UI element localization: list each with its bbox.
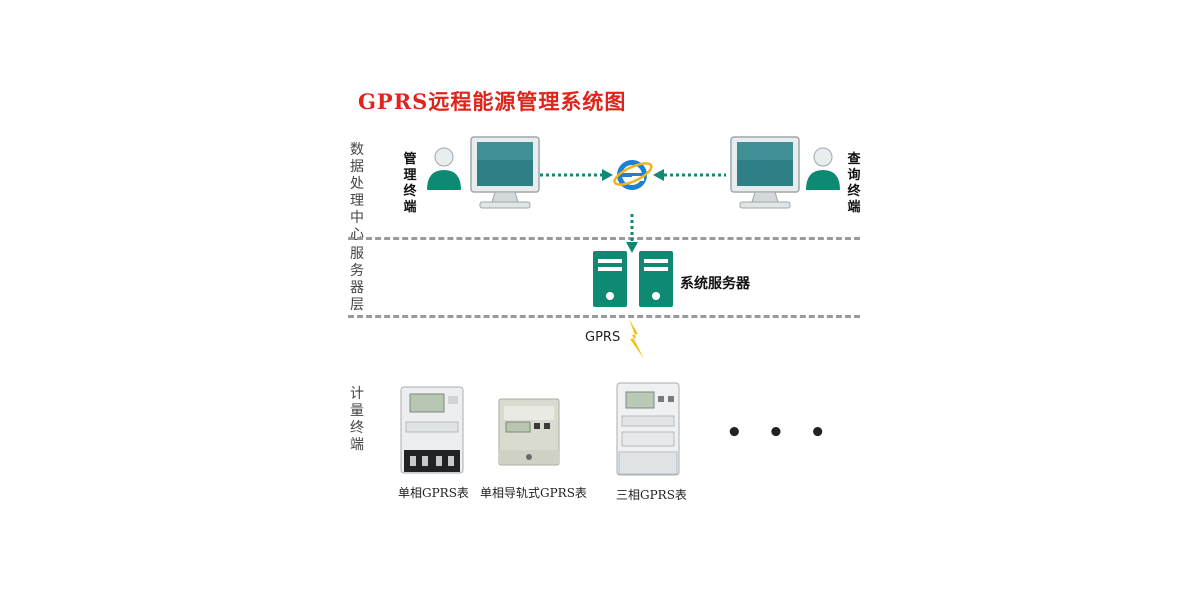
gprs-link-label: GPRS [585, 330, 621, 345]
management-terminal-label: 管理终端 [403, 152, 417, 215]
query-terminal-label: 查询终端 [847, 152, 861, 215]
dotted-arrow-left-to-ie [538, 168, 614, 182]
system-server-label: 系统服务器 [680, 276, 750, 292]
dotted-arrow-down-to-server [624, 212, 640, 254]
layer-divider-bottom [348, 315, 860, 318]
layer-label-server: 服务器层 [350, 246, 364, 313]
meter-label-single-phase: 单相GPRS表 [398, 486, 469, 500]
dotted-arrow-right-to-ie [652, 168, 728, 182]
meter-icon [400, 386, 464, 474]
layer-divider-top [348, 237, 860, 240]
more-meters-ellipsis: • • • [726, 418, 834, 448]
server-icon [592, 250, 628, 308]
user-icon [804, 146, 842, 190]
layer-label-meter-terminal: 计量终端 [350, 386, 364, 453]
lightning-icon [624, 318, 648, 360]
meter-label-din-rail: 单相导轨式GPRS表 [480, 486, 587, 500]
server-icon [638, 250, 674, 308]
monitor-icon [730, 136, 800, 210]
meter-label-three-phase: 三相GPRS表 [616, 488, 687, 502]
monitor-icon [470, 136, 540, 210]
layer-label-data-center: 数据处理中心 [350, 142, 364, 243]
internet-explorer-icon [612, 156, 654, 194]
diagram-title: GPRS远程能源管理系统图 [358, 89, 627, 114]
meter-icon [616, 382, 680, 476]
meter-icon [498, 398, 560, 466]
user-icon [425, 146, 463, 190]
